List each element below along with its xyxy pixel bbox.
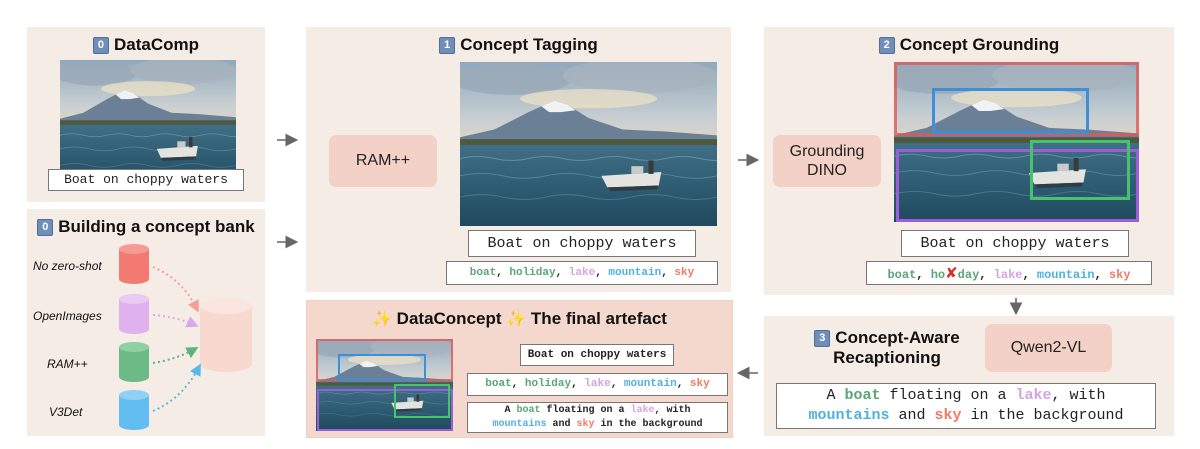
grounding-caption: Boat on choppy waters xyxy=(901,230,1129,257)
step-number-badge: 2 xyxy=(878,37,895,54)
source-label-openimages: OpenImages xyxy=(33,309,102,323)
bbox-boat xyxy=(1030,140,1130,200)
tagging-tags: boat, holiday, lake, mountain, sky xyxy=(446,261,718,285)
grounding-dino-model-box: Grounding DINO xyxy=(773,135,881,187)
datacomp-caption: Boat on choppy waters xyxy=(48,169,244,191)
source-label-v3det: V3Det xyxy=(49,405,83,419)
bbox-mountain xyxy=(338,354,426,381)
tag-mountain: mountain xyxy=(623,378,677,390)
recaption-word-mountains: mountains xyxy=(492,419,547,430)
source-label-no-zero-shot: No zero-shot xyxy=(33,259,102,273)
tag-sky: sky xyxy=(689,378,710,390)
recaption-word-lake: lake xyxy=(1015,387,1052,404)
step-number-badge: 3 xyxy=(814,330,831,347)
final-artefact-title: ✨ DataConcept ✨ The final artefact xyxy=(372,309,667,328)
bbox-sky xyxy=(894,62,1139,136)
tag-lake: lake xyxy=(993,268,1023,282)
final-recaption: A boat floating on a lake, with mountain… xyxy=(467,402,728,433)
tagging-caption: Boat on choppy waters xyxy=(468,230,696,257)
tag-mountain: mountain xyxy=(608,267,662,279)
step-number-badge: 0 xyxy=(37,219,54,236)
red-cross-icon: ✘ xyxy=(945,264,958,282)
final-caption: Boat on choppy waters xyxy=(520,344,674,366)
recaption-word-sky: sky xyxy=(934,407,962,424)
source-label-ramplusplus: RAM++ xyxy=(47,357,88,371)
tag-boat: boat xyxy=(485,378,512,390)
recaption-text: A boat floating on a lake, with mountain… xyxy=(776,383,1156,429)
recaption-word-sky: sky xyxy=(576,419,595,430)
tag-sky: sky xyxy=(1108,268,1131,282)
tag-holiday: holiday xyxy=(524,378,572,390)
bbox-boat xyxy=(394,384,450,418)
tag-mountain: mountain xyxy=(1036,268,1095,282)
recaption-word-boat: boat xyxy=(844,387,881,404)
recaption-word-lake: lake xyxy=(630,405,655,416)
tag-lake: lake xyxy=(584,378,611,390)
recaption-word-mountains: mountains xyxy=(808,407,890,424)
tag-lake: lake xyxy=(568,267,596,279)
final-tags: boat, holiday, lake, mountain, sky xyxy=(467,373,728,396)
recaption-word-boat: boat xyxy=(516,405,541,416)
concept-bank-cylinder-icon xyxy=(200,298,252,372)
sparkle-icon: ✨ xyxy=(372,311,392,328)
concept-bank-diagram xyxy=(119,244,252,430)
bbox-mountain xyxy=(932,88,1089,134)
qwen2-vl-model-box: Qwen2-VL xyxy=(985,324,1112,372)
tag-holiday: holiday xyxy=(509,267,556,279)
grounding-tags: boat, ho✘day, lake, mountain, sky xyxy=(866,261,1152,285)
tag-sky: sky xyxy=(674,267,695,279)
cylinder-icon xyxy=(119,390,149,430)
final-artefact-panel: ✨ DataConcept ✨ The final artefact Boat … xyxy=(306,300,733,438)
ramplusplus-model-box: RAM++ xyxy=(329,135,437,187)
cylinder-icon xyxy=(119,244,149,284)
tag-boat: boat xyxy=(887,268,917,282)
sparkle-icon: ✨ xyxy=(506,311,527,328)
step-number-badge: 0 xyxy=(92,37,109,54)
step-number-badge: 1 xyxy=(439,37,456,54)
tag-holiday-rejected: ho✘day xyxy=(930,264,980,282)
cylinder-icon xyxy=(119,342,149,382)
bbox-lake xyxy=(317,389,453,431)
tag-boat: boat xyxy=(469,267,497,279)
bbox-lake xyxy=(896,149,1139,222)
cylinder-icon xyxy=(119,294,149,334)
